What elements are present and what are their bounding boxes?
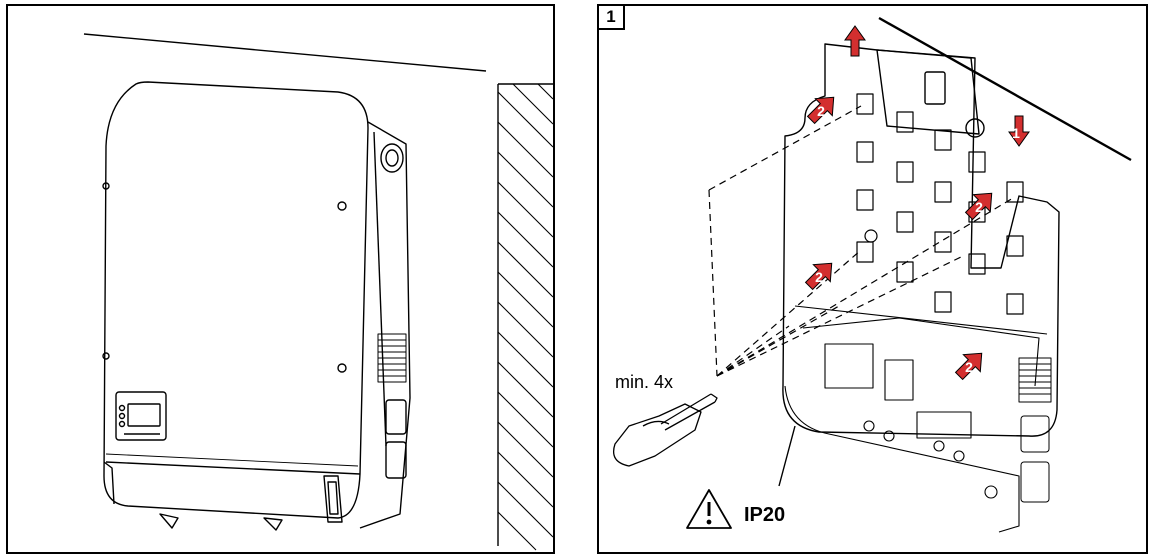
cover-clip: [323, 475, 343, 523]
arrow-1-top: [844, 25, 866, 57]
ip20-label: IP20: [744, 504, 786, 526]
svg-text:2: 2: [815, 269, 823, 285]
drill-guide-lines: [708, 105, 1014, 377]
svg-text:2: 2: [975, 199, 983, 215]
front-cover-seam: [105, 461, 361, 475]
ip20-pointer: [778, 425, 796, 487]
drill-count-label: min. 4x: [615, 372, 674, 392]
inverter-display: [115, 391, 167, 441]
bracket-illustration: 1 2 2 2 2: [612, 16, 1132, 533]
svg-text:2: 2: [965, 359, 973, 375]
hand-with-pencil-icon: [612, 393, 718, 467]
arrow-2-d: [954, 352, 983, 381]
ceiling-line: [878, 16, 1132, 162]
mounting-step-panel: 1: [597, 4, 1148, 554]
spirit-level: [876, 49, 980, 135]
side-vents: [1018, 357, 1052, 503]
arrow-2-a: [806, 96, 835, 125]
red-arrows: 1 2 2 2 2: [804, 25, 1030, 381]
inverter-illustration: [83, 33, 553, 551]
inverter-body: [103, 81, 369, 519]
wall-hatching: [497, 83, 553, 551]
warning-icon: [686, 489, 732, 529]
mounting-bracket: [782, 43, 1060, 437]
svg-text:2: 2: [817, 103, 825, 119]
svg-text:1: 1: [1012, 125, 1020, 141]
bracket-side: [359, 121, 411, 529]
ceiling-line: [83, 33, 487, 72]
inverter-mounted-panel: [6, 4, 555, 554]
connection-area: [784, 305, 1048, 533]
mounting-slots: [856, 93, 1024, 315]
arrow-2-b: [964, 192, 993, 221]
step-number: 1: [599, 6, 625, 30]
vent-grill: [377, 333, 407, 383]
arrow-1-right: [1008, 115, 1030, 147]
bracket-knob: [380, 143, 404, 173]
arrow-2-c: [804, 262, 833, 291]
